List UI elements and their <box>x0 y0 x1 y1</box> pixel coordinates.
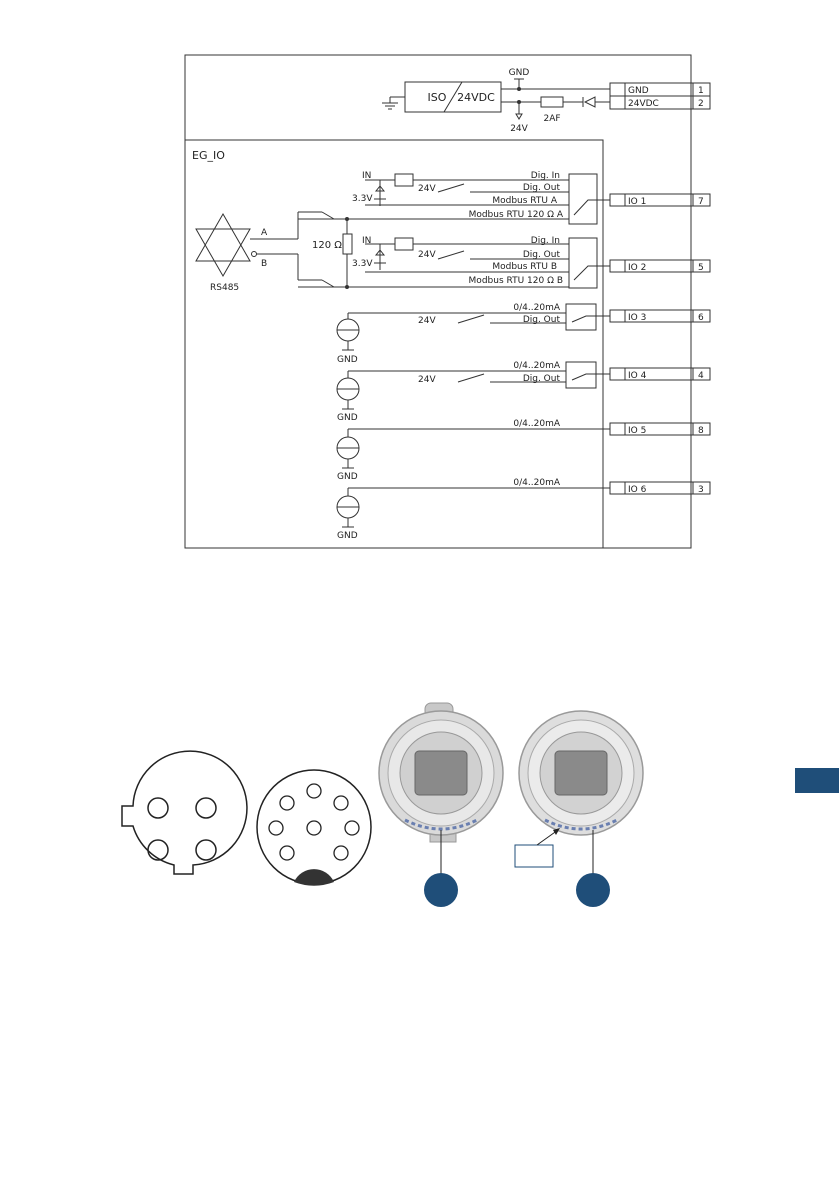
terminal-io2-name: IO 2 <box>628 263 646 273</box>
module-title: EG_IO <box>192 149 225 162</box>
io1-modbus-label: Modbus RTU A <box>492 196 557 206</box>
device-housing-left <box>378 702 504 907</box>
io5-analog-label: 0/4..20mA <box>513 419 560 429</box>
terminal-io6 <box>609 481 711 495</box>
io1-v24-label: 24V <box>418 184 436 194</box>
terminal-1-name: GND <box>628 86 649 96</box>
io6-gnd-label: GND <box>337 531 358 541</box>
terminal-io6-name: IO 6 <box>628 485 647 495</box>
terminal-io3-pin: 6 <box>698 313 704 323</box>
io5-gnd-label: GND <box>337 472 358 482</box>
io4-mux-box <box>565 361 597 389</box>
io1-mux-box <box>568 173 598 225</box>
terminal-io1 <box>609 193 711 207</box>
io4-analog-label: 0/4..20mA <box>513 361 560 371</box>
v24-label: 24V <box>510 124 528 134</box>
callout-label-box <box>514 844 554 868</box>
io1-termination-label: Modbus RTU 120 Ω A <box>469 210 564 220</box>
io1-dig-in-label: Dig. In <box>531 171 560 181</box>
io1-in-label: IN <box>362 171 371 181</box>
terminal-io3-name: IO 3 <box>628 313 646 323</box>
io4-gnd-label: GND <box>337 413 358 423</box>
fuse <box>540 96 564 108</box>
io3-gnd-label: GND <box>337 355 358 365</box>
module-boundary <box>185 139 604 548</box>
connector-4-pin <box>121 750 248 875</box>
io2-v33-label: 3.3V <box>352 259 373 269</box>
gnd-label: GND <box>509 68 530 78</box>
terminal-io4-pin: 4 <box>698 371 704 381</box>
io3-mux-box <box>565 303 597 331</box>
rs485-symbol <box>195 212 251 262</box>
io2-dig-out-label: Dig. Out <box>523 250 561 260</box>
diagram-frame <box>184 54 692 549</box>
chapter-tab <box>795 768 839 793</box>
terminal-io4 <box>609 367 711 381</box>
connector-8-pin <box>256 769 372 886</box>
io2-dig-in-label: Dig. In <box>531 236 560 246</box>
terminal-io6-pin: 3 <box>698 485 704 495</box>
terminal-io4-name: IO 4 <box>628 371 647 381</box>
termination-resistor <box>342 233 353 255</box>
terminal-io5-name: IO 5 <box>628 426 646 436</box>
terminal-2-pin: 2 <box>698 99 704 109</box>
io2-modbus-label: Modbus RTU B <box>492 262 557 272</box>
io6-analog-label: 0/4..20mA <box>513 478 560 488</box>
io3-dig-out-label: Dig. Out <box>523 315 561 325</box>
terminal-1-pin: 1 <box>698 86 704 96</box>
callout-marker-right <box>576 873 610 907</box>
terminal-io5 <box>609 422 711 436</box>
io2-input-resistor <box>394 237 414 251</box>
line-b-label: B <box>261 259 267 269</box>
io1-dig-out-label: Dig. Out <box>523 183 561 193</box>
terminal-io5-pin: 8 <box>698 426 704 436</box>
terminal-io2-pin: 5 <box>698 263 704 273</box>
callout-marker-left <box>424 873 458 907</box>
terminal-io3 <box>609 309 711 323</box>
io4-v24-label: 24V <box>418 375 436 385</box>
io4-dig-out-label: Dig. Out <box>523 374 561 384</box>
io3-v24-label: 24V <box>418 316 436 326</box>
io1-input-resistor <box>394 173 414 187</box>
terminal-io1-name: IO 1 <box>628 197 646 207</box>
io2-v24-label: 24V <box>418 250 436 260</box>
io2-in-label: IN <box>362 236 371 246</box>
device-housing-right <box>514 710 644 907</box>
rs485-label: RS485 <box>210 283 239 293</box>
fuse-label: 2AF <box>543 114 560 124</box>
terminal-io2 <box>609 259 711 273</box>
terminal-2-name: 24VDC <box>628 99 659 109</box>
terminal-io1-pin: 7 <box>698 197 704 207</box>
io3-analog-label: 0/4..20mA <box>513 303 560 313</box>
io2-termination-label: Modbus RTU 120 Ω B <box>469 276 563 286</box>
io2-mux-box <box>568 237 598 289</box>
iso-label: ISO <box>428 91 447 104</box>
resistor-label: 120 Ω <box>312 240 342 251</box>
diode-icon <box>583 96 596 108</box>
io1-v33-label: 3.3V <box>352 194 373 204</box>
line-a-label: A <box>261 228 268 238</box>
supply-label: 24VDC <box>457 91 495 104</box>
